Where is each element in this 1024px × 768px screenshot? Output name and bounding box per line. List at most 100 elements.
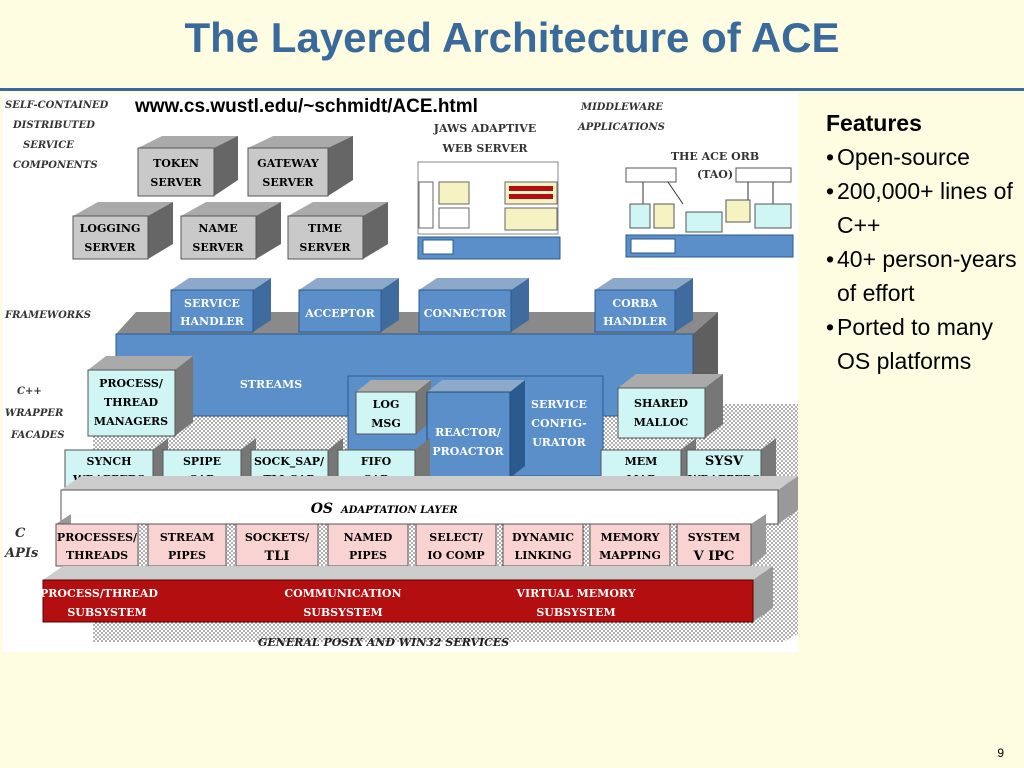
label-service-components: SELF-CONTAINED DISTRIBUTED SERVICE COMPO… (5, 100, 109, 171)
tao-label: (TAO) (697, 168, 733, 181)
service-component-gateway-server: GATEWAY SERVER (247, 136, 353, 197)
feature-text: Ported to many OS platforms (837, 314, 993, 374)
box-label: MANAGERS (94, 415, 168, 428)
capi-processes-threads: PROCESSES/ THREADS (55, 514, 139, 567)
box-label: REACTOR/ (435, 426, 502, 439)
label-line: DISTRIBUTED (12, 120, 95, 131)
box-label: SERVER (262, 176, 314, 189)
subsystem-label: VIRTUAL MEMORY (515, 587, 635, 600)
label-line: SELF-CONTAINED (5, 100, 109, 111)
box-label: SERVER (84, 241, 136, 254)
ace-architecture-diagram: SELF-CONTAINED DISTRIBUTED SERVICE COMPO… (3, 94, 798, 652)
tao-label: THE ACE ORB (671, 150, 759, 163)
label-line: APIs (3, 546, 39, 561)
box-label: SHARED (634, 397, 688, 410)
os-adaptation-layer: OS ADAPTATION LAYER (60, 476, 798, 525)
box-label: CORBA (612, 297, 658, 310)
features-heading: Features (826, 110, 922, 136)
bullet-icon: • (826, 178, 835, 204)
box-label: PROCESSES/ (57, 531, 138, 544)
framework-service-handler: SERVICE HANDLER (170, 278, 271, 333)
bullet-icon: • (826, 144, 835, 170)
label-line: COMPONENTS (13, 160, 98, 171)
box-label: MEM (625, 455, 658, 468)
box-label: LINKING (514, 549, 571, 562)
subsystem-label: SUBSYSTEM (67, 606, 146, 619)
box-label: SYSV (705, 454, 744, 469)
box-label: ACCEPTOR (304, 307, 375, 320)
reactor-proactor: REACTOR/ PROACTOR (426, 380, 525, 479)
os-label: ADAPTATION LAYER (340, 505, 458, 516)
capi-dynamic-linking: DYNAMIC LINKING (502, 523, 584, 567)
service-component-time-server: TIME SERVER (287, 202, 388, 260)
service-component-token-server: TOKEN SERVER (137, 136, 238, 197)
process-thread-managers: PROCESS/ THREAD MANAGERS (87, 356, 193, 437)
box-label: MSG (371, 417, 401, 430)
feature-text: Open-source (837, 144, 970, 170)
box-label: MEMORY (601, 531, 660, 544)
label-frameworks: FRAMEWORKS (4, 310, 91, 321)
capi-sockets-tli: SOCKETS/ TLI (235, 523, 319, 567)
posix-services-label: GENERAL POSIX AND WIN32 SERVICES (258, 636, 509, 649)
framework-corba-handler: CORBA HANDLER (594, 278, 693, 333)
box-label: SPIPE (183, 455, 221, 468)
ace-url: www.cs.wustl.edu/~schmidt/ACE.html (135, 96, 478, 117)
box-label: THREADS (66, 549, 128, 562)
service-component-name-server: NAME SERVER (180, 202, 281, 260)
label-line: C (15, 526, 26, 541)
jaws-label: JAWS ADAPTIVE (433, 122, 536, 135)
label-line: SERVICE (23, 140, 74, 151)
box-label: URATOR (532, 436, 586, 449)
box-label: LOGGING (80, 222, 141, 235)
box-label: IO COMP (427, 549, 484, 562)
box-label: PROCESS/ (99, 377, 164, 390)
box-label: MAPPING (599, 549, 661, 562)
box-label: FIFO (361, 455, 392, 468)
box-label: GATEWAY (257, 157, 319, 170)
box-label: NAMED (344, 531, 393, 544)
page-number: 9 (997, 746, 1004, 760)
box-label: MALLOC (634, 416, 689, 429)
box-label: DYNAMIC (512, 531, 574, 544)
box-label: PIPES (168, 549, 206, 562)
streams-label: STREAMS (240, 378, 302, 391)
box-label: PIPES (349, 549, 387, 562)
box-label: SYNCH (87, 455, 132, 468)
jaws-web-server: JAWS ADAPTIVE WEB SERVER (417, 122, 561, 260)
box-label: SERVICE (184, 297, 240, 310)
capi-system-v-ipc: SYSTEM V IPC (676, 514, 766, 567)
box-label: NAME (198, 222, 237, 235)
label-line: WRAPPER (5, 408, 63, 419)
box-label: THREAD (104, 396, 159, 409)
box-label: HANDLER (180, 315, 245, 328)
label-c-apis: C APIs (3, 526, 39, 561)
kernel-subsystems: PROCESS/THREAD SUBSYSTEM COMMUNICATION S… (40, 566, 773, 623)
capi-select-io-comp: SELECT/ IO COMP (415, 523, 497, 567)
jaws-label: WEB SERVER (441, 142, 528, 155)
box-label: V IPC (693, 549, 735, 564)
box-label: SOCKETS/ (245, 531, 310, 544)
label-line: C++ (17, 386, 42, 397)
box-label: STREAM (160, 531, 214, 544)
service-component-logging-server: LOGGING SERVER (72, 202, 173, 260)
framework-connector: CONNECTOR (418, 278, 529, 333)
feature-item: •Ported to many OS platforms (826, 310, 1021, 378)
label-wrapper-facades: C++ WRAPPER FACADES (5, 386, 65, 441)
capi-stream-pipes: STREAM PIPES (147, 523, 227, 567)
feature-item: •200,000+ lines of C++ (826, 174, 1021, 242)
box-label: TIME (308, 222, 342, 235)
tao-orb: THE ACE ORB (TAO) (625, 150, 794, 258)
box-label: LOG (373, 398, 400, 411)
box-label: SERVER (192, 241, 244, 254)
title-rule (0, 88, 1024, 91)
box-label: CONFIG- (531, 417, 587, 430)
capi-row: PROCESSES/ THREADS STREAM PIPES SOCKETS/… (55, 514, 766, 567)
subsystem-label: SUBSYSTEM (303, 606, 382, 619)
subsystem-label: SUBSYSTEM (536, 606, 615, 619)
box-label: SELECT/ (429, 531, 483, 544)
capi-memory-mapping: MEMORY MAPPING (589, 523, 671, 567)
log-msg: LOG MSG (355, 380, 431, 435)
middleware-label: MIDDLEWARE APPLICATIONS (577, 102, 665, 133)
os-label: OS (311, 501, 333, 517)
framework-acceptor: ACCEPTOR (298, 278, 399, 333)
